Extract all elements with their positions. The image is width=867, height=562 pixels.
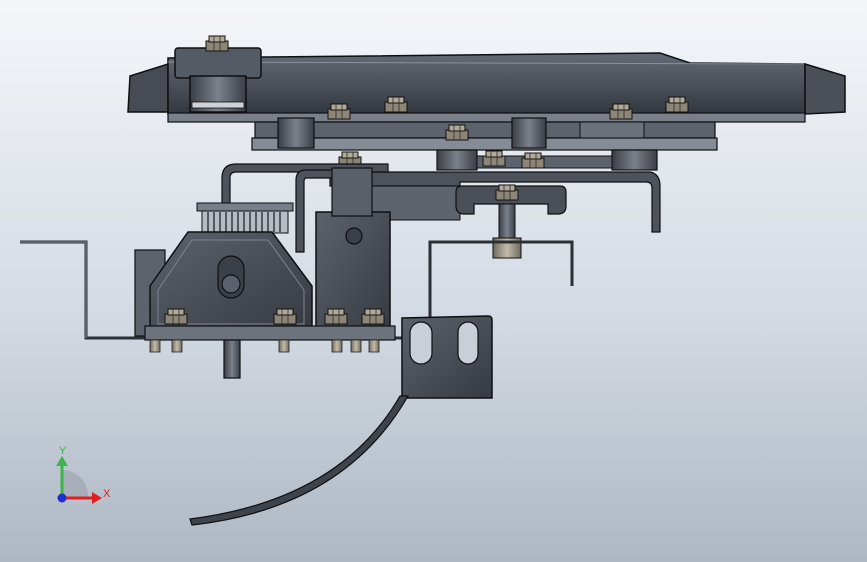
bottom-base-plate — [20, 240, 574, 341]
timing-pulley — [196, 202, 294, 234]
bolt-stud — [331, 339, 343, 353]
hex-nut — [482, 150, 506, 167]
carriage-plate — [251, 117, 718, 151]
hex-nut — [327, 103, 351, 120]
bolt-stud — [278, 339, 290, 353]
output-shaft — [223, 339, 241, 379]
hex-nut — [665, 96, 689, 113]
hex-nut — [164, 308, 188, 325]
axis-triad: Y X — [56, 445, 111, 504]
pin-shaft — [492, 203, 522, 259]
sensor-bracket — [401, 315, 493, 399]
y-axis-label: Y — [59, 445, 67, 457]
bolt-stud — [171, 339, 183, 353]
y-arrow-head — [56, 456, 68, 466]
top-base-plate — [127, 52, 846, 123]
hex-nut — [384, 96, 408, 113]
top-roller — [174, 47, 262, 113]
hex-nut — [273, 308, 297, 325]
bearing-block — [436, 149, 658, 171]
x-axis-label: X — [103, 488, 111, 500]
triad-plane — [62, 469, 89, 498]
hex-nut — [445, 124, 469, 141]
bolt-stud — [350, 339, 362, 353]
hex-nut — [324, 308, 348, 325]
hex-nut — [495, 184, 519, 201]
z-axis-point — [57, 493, 67, 503]
hex-nut — [361, 308, 385, 325]
bolt-stud — [149, 339, 161, 353]
motor-housing — [134, 231, 313, 337]
curved-arm — [189, 395, 410, 526]
x-arrow-head — [92, 492, 102, 504]
bolt-stud — [368, 339, 380, 353]
hex-nut — [521, 152, 545, 169]
hex-nut — [205, 35, 229, 52]
hex-nut — [609, 103, 633, 120]
